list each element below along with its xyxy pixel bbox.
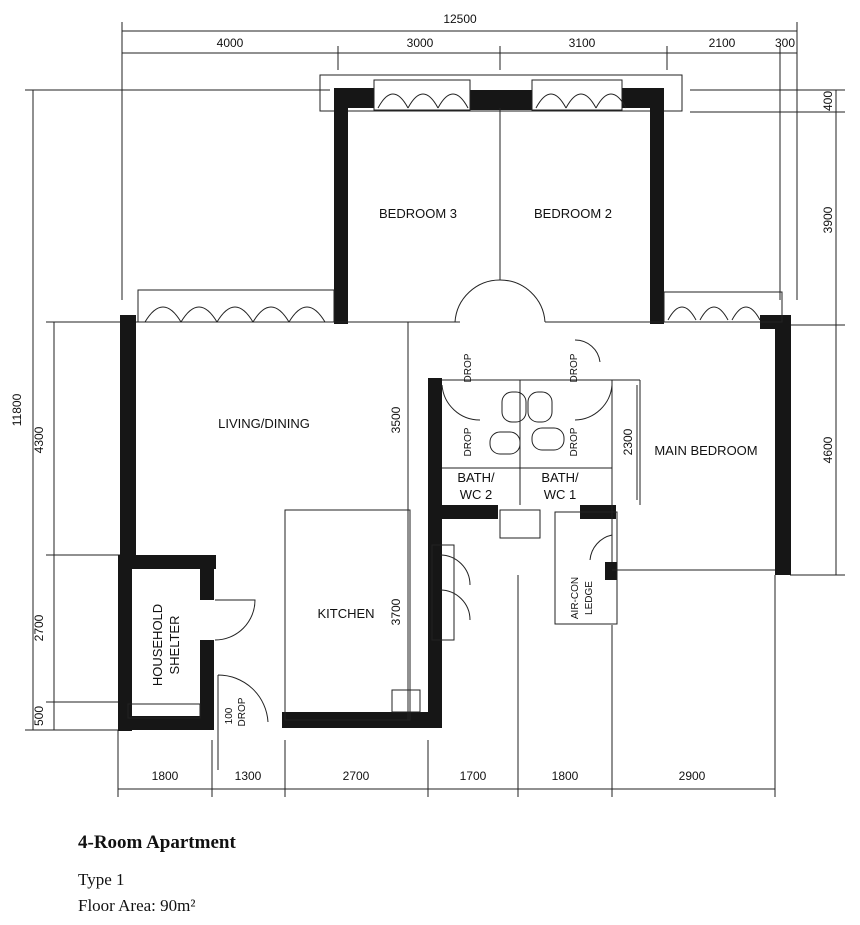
dim-left-1: 2700 bbox=[32, 614, 46, 641]
right-dimension-lines bbox=[690, 89, 845, 576]
bottom-dimension-lines bbox=[117, 575, 776, 797]
dim-kitchen-interior: 3700 bbox=[389, 598, 403, 625]
left-dimension-lines bbox=[25, 89, 330, 731]
floor-area: Floor Area: 90m² bbox=[78, 896, 196, 915]
dim-bottom-3: 1700 bbox=[460, 769, 487, 783]
doors bbox=[214, 279, 613, 770]
dim-bottom-5: 2900 bbox=[679, 769, 706, 783]
drop-marker-2: DROP bbox=[569, 353, 580, 382]
room-main-bedroom: MAIN BEDROOM bbox=[654, 443, 757, 458]
dim-right-1: 3900 bbox=[821, 206, 835, 233]
dim-left-2: 500 bbox=[32, 706, 46, 726]
room-household-shelter-line1: HOUSEHOLD bbox=[150, 604, 165, 686]
dim-bath-interior: 2300 bbox=[621, 428, 635, 455]
room-bath-wc1-line1: BATH/ bbox=[541, 470, 579, 485]
windows bbox=[137, 79, 783, 641]
top-dimension-lines bbox=[121, 22, 798, 300]
dim-right-2: 4600 bbox=[821, 436, 835, 463]
dim-bottom-0: 1800 bbox=[152, 769, 179, 783]
dim-top-total: 12500 bbox=[443, 12, 477, 26]
dim-top-0: 4000 bbox=[217, 36, 244, 50]
room-bath-wc2-line1: BATH/ bbox=[457, 470, 495, 485]
dim-bottom-4: 1800 bbox=[552, 769, 579, 783]
room-bedroom-2: BEDROOM 2 bbox=[534, 206, 612, 221]
floor-plan: 12500 4000 3000 3100 2100 300 11800 4300… bbox=[10, 12, 845, 797]
thin-outlines bbox=[127, 108, 775, 721]
dim-top-1: 3000 bbox=[407, 36, 434, 50]
drop-marker-3: DROP bbox=[463, 427, 474, 456]
apartment-type: Type 1 bbox=[78, 870, 125, 889]
room-household-shelter-line2: SHELTER bbox=[167, 616, 182, 675]
room-bath-wc2-line2: WC 2 bbox=[460, 487, 493, 502]
room-kitchen: KITCHEN bbox=[317, 606, 374, 621]
room-bedroom-3: BEDROOM 3 bbox=[379, 206, 457, 221]
room-bath-wc1-line2: WC 1 bbox=[544, 487, 577, 502]
dim-top-3: 2100 bbox=[709, 36, 736, 50]
dim-left-total: 11800 bbox=[10, 393, 24, 426]
room-living-dining: LIVING/DINING bbox=[218, 416, 310, 431]
dim-left-0: 4300 bbox=[32, 426, 46, 453]
dim-top-2: 3100 bbox=[569, 36, 596, 50]
drop-size-100: 100 bbox=[224, 707, 235, 724]
bath-fixtures bbox=[391, 391, 565, 713]
top-ledge bbox=[319, 74, 683, 112]
dim-top-4: 300 bbox=[775, 36, 795, 50]
room-aircon-line2: LEDGE bbox=[584, 581, 595, 615]
drop-marker-1: DROP bbox=[463, 353, 474, 382]
dim-bottom-2: 2700 bbox=[343, 769, 370, 783]
drop-marker-4: DROP bbox=[569, 427, 580, 456]
dim-bottom-1: 1300 bbox=[235, 769, 262, 783]
room-aircon-line1: AIR-CON bbox=[570, 577, 581, 619]
drop-marker-5: DROP bbox=[237, 697, 248, 726]
walls bbox=[118, 88, 791, 731]
dim-living-interior: 3500 bbox=[389, 406, 403, 433]
dim-right-0: 400 bbox=[821, 91, 835, 111]
apartment-title: 4-Room Apartment bbox=[78, 832, 236, 853]
